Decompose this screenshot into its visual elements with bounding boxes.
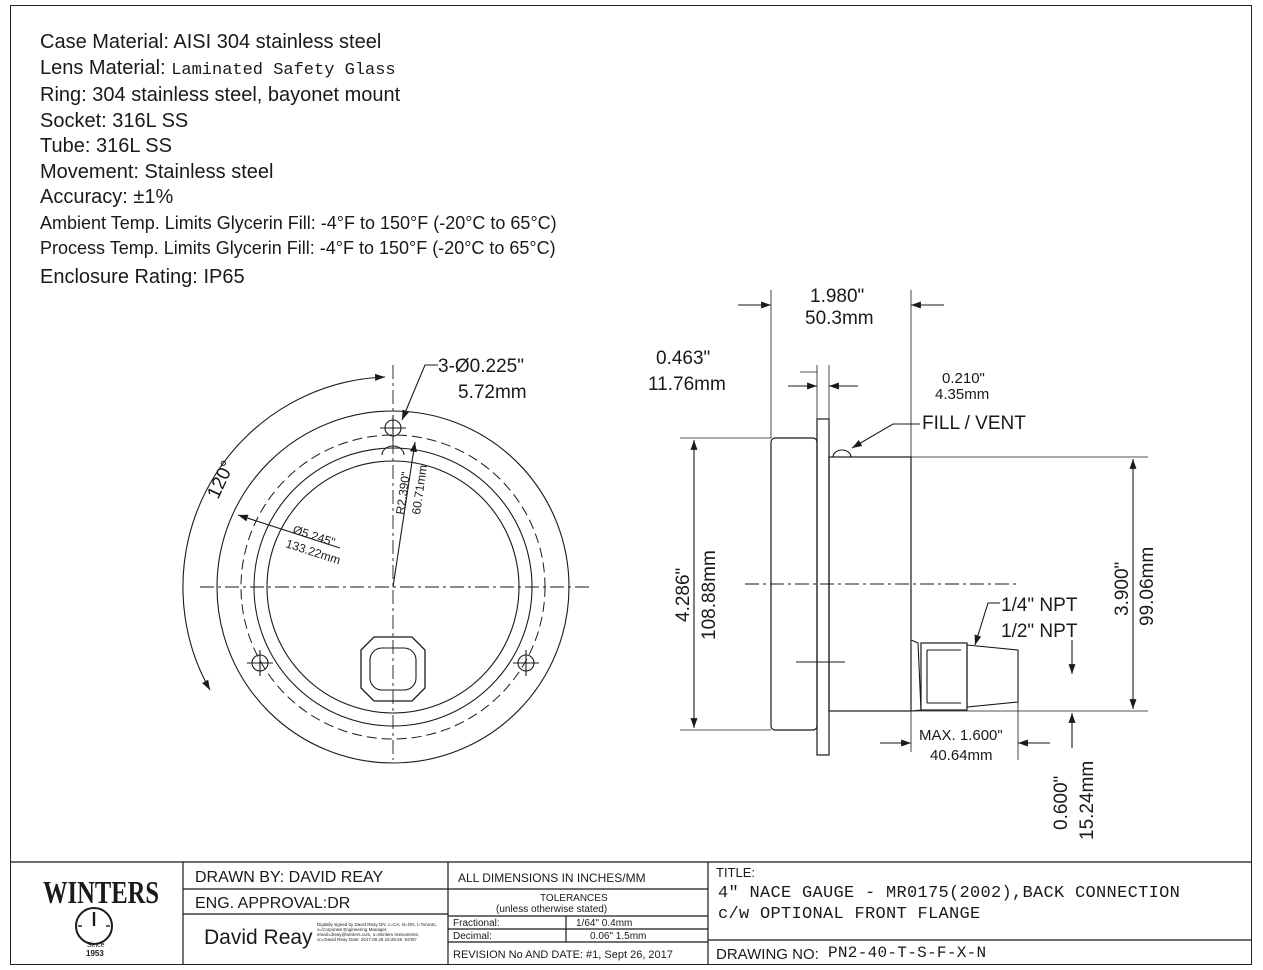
mount-hole-top: [380, 415, 406, 441]
holes-leader: [401, 364, 438, 421]
depth-label-in: 1.980": [810, 286, 864, 307]
npt-leader: [974, 602, 1000, 646]
winters-logo-gauge: [75, 907, 113, 945]
fill-vent-leader: [851, 423, 920, 449]
npt-label-2: 1/2" NPT: [1001, 621, 1078, 642]
angle-label: 120°: [203, 458, 239, 503]
drawn-by: DRAWN BY: DAVID REAY: [195, 869, 384, 886]
flange-t-label-mm: 4.35mm: [935, 386, 989, 403]
spec-ambient-temp: Ambient Temp. Limits Glycerin Fill: -4°F…: [40, 212, 557, 233]
radius-leader: [392, 441, 417, 588]
decimal-label: Decimal:: [453, 931, 492, 942]
winters-logo-year: 1953: [86, 949, 104, 958]
title-line-2: c/w OPTIONAL FRONT FLANGE: [718, 905, 981, 924]
holes-callout-in: 3-Ø0.225": [438, 356, 524, 377]
title-label: TITLE:: [716, 865, 756, 880]
drawing-sheet-border: [10, 5, 1252, 965]
fractional-label: Fractional:: [453, 918, 500, 929]
revision: REVISION No AND DATE: #1, Sept 26, 2017: [453, 949, 673, 961]
spec-case-material: Case Material: AISI 304 stainless steel: [40, 31, 382, 53]
diameter-leader: [237, 514, 341, 549]
dia-label-mm: 99.06mm: [1137, 547, 1158, 626]
side-socket-base: [910, 639, 922, 712]
fill-vent-label: FILL / VENT: [922, 413, 1026, 434]
spec-lens-material: Lens Material: Laminated Safety Glass: [40, 56, 396, 80]
winters-logo-since: Since: [87, 942, 105, 949]
flange-label-mm: 11.76mm: [648, 374, 726, 395]
depth-label-mm: 50.3mm: [805, 308, 874, 329]
spec-socket: Socket: 316L SS: [40, 109, 189, 132]
drawing-no-label: DRAWING NO:: [716, 946, 819, 963]
offset-label-mm: 15.24mm: [1077, 761, 1098, 840]
offset-label-in: 0.600": [1051, 776, 1072, 830]
npt-thread: [966, 644, 1019, 708]
all-dimensions-note: ALL DIMENSIONS IN INCHES/MM: [458, 871, 646, 885]
radius-label-in: R2.390": [393, 471, 413, 515]
tolerances-unless: (unless otherwise stated): [496, 904, 608, 915]
radius-label-mm: 60.71mm: [409, 464, 430, 515]
spec-tube: Tube: 316L SS: [40, 135, 172, 157]
fractional-value: 1/64" 0.4mm: [576, 918, 633, 929]
spec-process-temp: Process Temp. Limits Glycerin Fill: -4°F…: [40, 238, 556, 258]
height-label-in: 4.286": [673, 568, 694, 622]
dia-label-in: 3.900": [1112, 562, 1133, 616]
title-line-1: 4" NACE GAUGE - MR0175(2002),BACK CONNEC…: [718, 884, 1181, 903]
mount-hole-left: [247, 650, 273, 676]
flange-t-label-in: 0.210": [942, 370, 985, 387]
fill-vent-bump: [832, 449, 852, 458]
spec-enclosure: Enclosure Rating: IP65: [40, 265, 245, 288]
spec-list: Case Material: AISI 304 stainless steel …: [40, 30, 557, 290]
decimal-value: 0.06" 1.5mm: [590, 931, 647, 942]
spec-movement: Movement: Stainless steel: [40, 160, 274, 183]
max-label-mm: 40.64mm: [930, 747, 993, 764]
side-view: [680, 290, 1148, 760]
signature-note: Digitally signed by David Reay DN: c=CA,…: [317, 922, 437, 942]
front-view: [182, 364, 590, 764]
drawing-no: PN2-40-T-S-F-X-N: [828, 944, 987, 962]
title-block-grid: [10, 861, 1252, 965]
holes-callout-mm: 5.72mm: [458, 382, 527, 403]
npt-label-1: 1/4" NPT: [1001, 595, 1078, 616]
side-flange: [816, 418, 830, 756]
height-label-mm: 108.88mm: [699, 550, 720, 640]
winters-logo-text: WINTERS: [43, 874, 159, 910]
spec-accuracy: Accuracy: ±1%: [40, 186, 174, 208]
signature: David Reay: [204, 926, 313, 949]
mount-hole-right: [513, 650, 539, 676]
spec-ring: Ring: 304 stainless steel, bayonet mount: [40, 84, 401, 106]
max-label-in: MAX. 1.600": [919, 727, 1003, 744]
side-socket: [920, 642, 968, 711]
angle-dimension-arc: [182, 373, 386, 691]
flange-label-in: 0.463": [656, 348, 710, 369]
eng-approval: ENG. APPROVAL:DR: [195, 895, 351, 912]
tolerances-label: TOLERANCES: [540, 893, 608, 904]
